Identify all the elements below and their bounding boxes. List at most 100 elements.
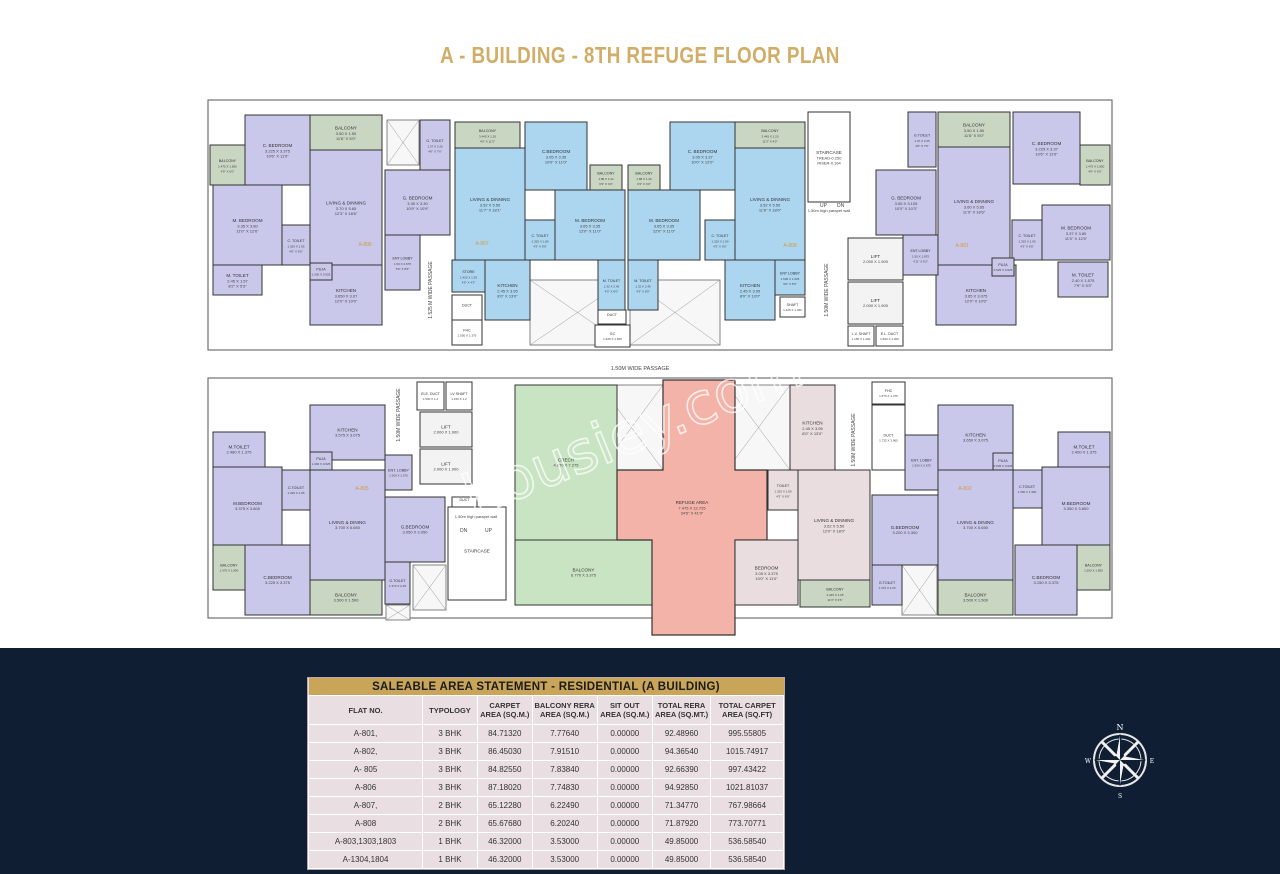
table-cell: A-807, [307, 796, 424, 815]
room-name: BALCONY [1085, 564, 1103, 568]
room-name: ENT. LOBBY [911, 459, 932, 463]
table-cell: 767.98664 [710, 796, 784, 815]
room-name: KITCHEN [497, 283, 517, 288]
room-name: C. BEDROOM [688, 149, 718, 154]
table-cell: 536.58540 [710, 832, 784, 851]
room-name: BALCONY [219, 159, 237, 163]
room-dimensions: 3.62 X 5.50 [824, 524, 845, 529]
room-name: PUJA [316, 457, 326, 461]
room-dimensions: 3.150 X 3.375 [1034, 580, 1060, 585]
table-cell: 2 BHK [422, 814, 478, 833]
table-cell: 3.53000 [531, 850, 598, 869]
table-cell: 0.00000 [596, 778, 653, 797]
table-cell: 3.53000 [531, 832, 598, 851]
room-name: LIVING & DINING [329, 520, 366, 525]
compass-north: N [1117, 723, 1124, 732]
room-dimensions-ft: 12'0" X 11'0" [653, 229, 676, 234]
column-header: TOTAL CARPET AREA (SQ.FT) [710, 695, 784, 725]
room-dimensions-ft: 4'6" X 7'6" [428, 150, 442, 154]
room-name: KITCHEN [337, 428, 357, 433]
flat-tag: A-807 [475, 241, 489, 247]
room-dimensions: 3.05 X 3.375 [755, 571, 778, 576]
room-dimensions: 3.65 X 3.35 [654, 224, 675, 229]
room-dimensions: 1.425 X 1.450 [783, 308, 802, 312]
room-name: PUJA [998, 459, 1008, 463]
room-dimensions: 3.30 X 3.30 [407, 201, 428, 206]
room-name: LIFT [441, 462, 451, 467]
room-dimensions: 3.445 X 1.20 [761, 135, 778, 139]
room-dimensions: 1.50 X 2.675 [394, 262, 411, 266]
room-name: KITCHEN [966, 288, 986, 293]
room-name: BALCONY [220, 564, 238, 568]
table-cell: 3 BHK [422, 760, 478, 779]
room-dimensions: 1.88 X 1.22 [636, 177, 652, 181]
table-cell: A-803,1303,1803 [307, 832, 424, 851]
room-dimensions: 1.000 X 0.625 [312, 462, 331, 466]
room-dimensions: 1.37 X 2.25 [427, 145, 443, 149]
room-dimensions: 3.200 X 3.300 [893, 530, 919, 535]
table-cell: 2 BHK [422, 796, 478, 815]
table-cell: 65.67680 [476, 814, 533, 833]
room-dimensions-ft: 4'3" X 6'0" [713, 245, 727, 249]
saleable-area-table: SALEABLE AREA STATEMENT - RESIDENTIAL (A… [307, 677, 785, 870]
room-dimensions-ft: 4'6" X 7'6" [915, 144, 929, 148]
flat-tag: A-805 [355, 486, 369, 492]
room-name: M. TOILET [226, 273, 248, 278]
room-dimensions-ft: 7'9" X 5'3" [1074, 283, 1093, 288]
room-name: TOILET [777, 484, 790, 488]
room-name: M.BEDROOM [1062, 501, 1091, 506]
room-dimensions-ft: 12'0" X 11'0" [579, 229, 602, 234]
parapet-label-bottom: 1.50m high parapet wall [455, 514, 498, 519]
room-name: G.TOILET [914, 134, 931, 138]
room-dimensions-ft: 11'9" X 18'6" [963, 210, 986, 215]
room-dimensions-ft: 10'9" X 10'9" [406, 206, 429, 211]
room-dimensions: TREAD-0.250 [817, 156, 843, 161]
flat-tag: A-808 [783, 243, 797, 249]
room-dimensions: 3.225 X 3.375 [265, 580, 291, 585]
room-duct: DUCT [597, 309, 627, 325]
room-name: BALCONY [597, 172, 615, 176]
table-cell: 46.32000 [476, 850, 533, 869]
room-dimensions: 3.350 X 3.800 [1064, 506, 1090, 511]
table-cell: 6.22490 [531, 796, 598, 815]
table-cell: 94.92850 [651, 778, 712, 797]
table-cell: 94.36540 [651, 742, 712, 761]
room-dimensions-ft: 8'0" X 13'0" [497, 294, 518, 299]
passage-label-right: 1.50M WIDE PASSAGE [824, 263, 830, 317]
room-name: G. BEDROOM [403, 196, 433, 201]
parapet-label-top: 1.50m high parapet wall [808, 208, 851, 213]
column-header: BALCONY RERA AREA (SQ.M.) [531, 695, 598, 725]
table-cell: 0.00000 [596, 850, 653, 869]
table-cell: 92.48960 [651, 724, 712, 743]
room-name: STAIRCASE [816, 150, 842, 155]
room-dimensions: 3.500 X 1.500 [963, 598, 989, 603]
column-header: SIT OUT AREA (SQ.M.) [596, 695, 653, 725]
